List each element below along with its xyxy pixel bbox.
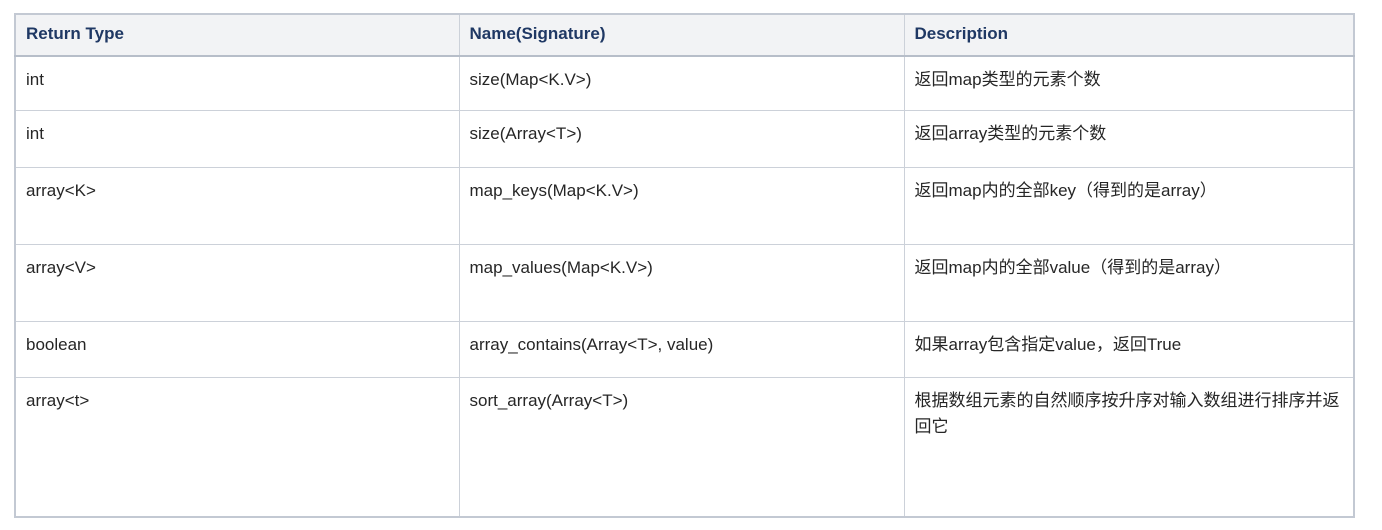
table-row: array<t> sort_array(Array<T>) 根据数组元素的自然顺… (14, 376, 1355, 518)
column-header-name-signature: Name(Signature) (458, 13, 905, 57)
table-row: array<K> map_keys(Map<K.V>) 返回map内的全部key… (14, 166, 1355, 245)
table-row: int size(Map<K.V>) 返回map类型的元素个数 (14, 55, 1355, 111)
cell-signature: size(Array<T>) (458, 109, 905, 168)
cell-signature: map_values(Map<K.V>) (458, 243, 905, 322)
cell-description: 返回map类型的元素个数 (903, 55, 1355, 111)
column-header-description: Description (903, 13, 1355, 57)
cell-signature: map_keys(Map<K.V>) (458, 166, 905, 245)
column-header-return-type: Return Type (14, 13, 460, 57)
cell-return-type: int (14, 109, 460, 168)
cell-signature: sort_array(Array<T>) (458, 376, 905, 518)
table-row: array<V> map_values(Map<K.V>) 返回map内的全部v… (14, 243, 1355, 322)
cell-description: 根据数组元素的自然顺序按升序对输入数组进行排序并返回它 (903, 376, 1355, 518)
cell-signature: array_contains(Array<T>, value) (458, 320, 905, 378)
cell-return-type: boolean (14, 320, 460, 378)
functions-table: Return Type Name(Signature) Description … (14, 13, 1355, 518)
cell-signature: size(Map<K.V>) (458, 55, 905, 111)
table-row: boolean array_contains(Array<T>, value) … (14, 320, 1355, 378)
cell-description: 如果array包含指定value，返回True (903, 320, 1355, 378)
cell-description: 返回map内的全部key（得到的是array） (903, 166, 1355, 245)
table-row: int size(Array<T>) 返回array类型的元素个数 (14, 109, 1355, 168)
table-header-row: Return Type Name(Signature) Description (14, 13, 1355, 57)
cell-description: 返回array类型的元素个数 (903, 109, 1355, 168)
cell-description: 返回map内的全部value（得到的是array） (903, 243, 1355, 322)
cell-return-type: array<K> (14, 166, 460, 245)
cell-return-type: array<V> (14, 243, 460, 322)
cell-return-type: array<t> (14, 376, 460, 518)
cell-return-type: int (14, 55, 460, 111)
